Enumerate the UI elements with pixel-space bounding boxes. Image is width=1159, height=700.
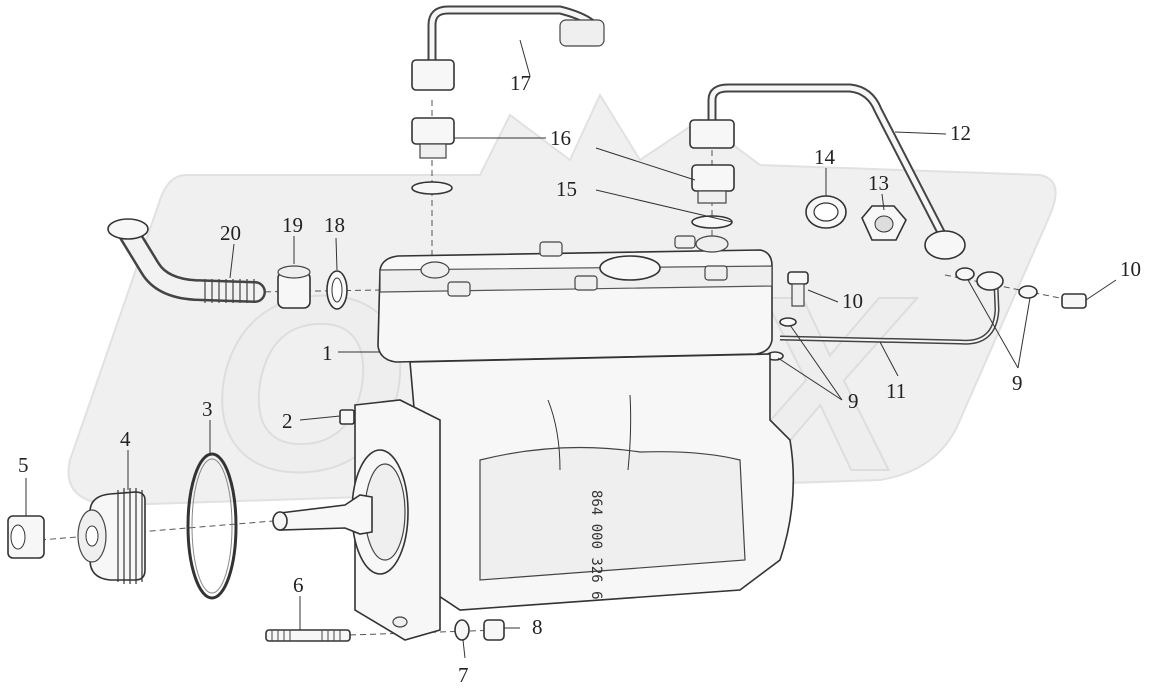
callout-14: 14 <box>814 145 836 169</box>
callout-13: 13 <box>868 171 889 195</box>
callout-9a: 9 <box>848 389 859 413</box>
part-6-stud <box>265 629 351 642</box>
callout-9b: 9 <box>1012 371 1023 395</box>
callout-20: 20 <box>220 221 241 245</box>
callout-3: 3 <box>202 397 213 421</box>
callout-15: 15 <box>556 177 577 201</box>
part-14-seal-ring <box>805 195 847 229</box>
callout-2: 2 <box>282 409 293 433</box>
casting-number: 864 000 326 6 <box>588 490 604 600</box>
callout-5: 5 <box>18 453 29 477</box>
part-19-nut <box>277 265 311 309</box>
part-2-stud <box>339 409 355 425</box>
callout-4: 4 <box>120 427 131 451</box>
callout-7: 7 <box>458 663 469 687</box>
part-16-fitting <box>411 117 735 204</box>
part-20-hose <box>107 218 266 303</box>
callout-19: 19 <box>282 213 303 237</box>
callouts: 1 2 3 4 5 6 7 8 9 9 10 10 11 12 13 14 15… <box>18 71 1141 687</box>
part-18-seal-ring <box>326 270 348 310</box>
callout-10b: 10 <box>1120 257 1141 281</box>
part-17-pipe <box>411 5 605 91</box>
part-12-pipe <box>689 83 966 260</box>
front-flange <box>340 399 441 641</box>
callout-8: 8 <box>532 615 543 639</box>
part-7-washer <box>454 619 470 641</box>
compressor-body: 864 000 326 6 <box>409 353 795 611</box>
axis-hose <box>254 289 381 293</box>
leader-lines <box>25 39 1117 659</box>
drive-shaft <box>272 494 373 535</box>
part-8-nut <box>483 619 505 641</box>
callout-12: 12 <box>950 121 971 145</box>
callout-11: 11 <box>886 379 906 403</box>
callout-10a: 10 <box>842 289 863 313</box>
part-3-o-ring <box>186 452 238 600</box>
callout-16: 16 <box>550 126 571 150</box>
part-4-gear <box>77 488 146 584</box>
part-10-bolt <box>787 271 1087 309</box>
part-1-cylinder-head <box>377 235 773 363</box>
part-5-nut <box>7 515 45 559</box>
part-13-nut <box>861 205 907 241</box>
callout-17: 17 <box>510 71 531 95</box>
callout-1: 1 <box>322 341 333 365</box>
callout-6: 6 <box>293 573 304 597</box>
callout-18: 18 <box>324 213 345 237</box>
part-11-pipe <box>779 271 1004 345</box>
part-15-washer <box>411 181 733 229</box>
